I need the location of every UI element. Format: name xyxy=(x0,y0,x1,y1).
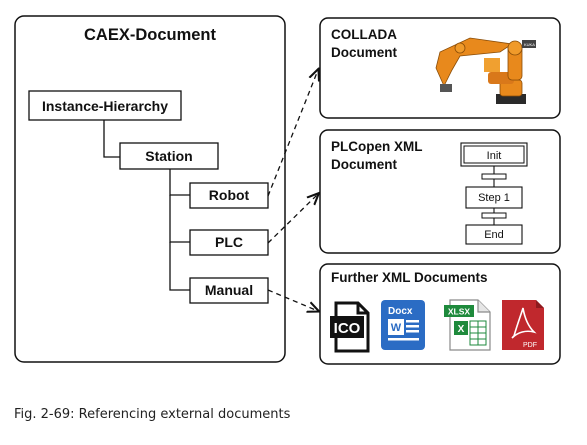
sfc-transition-1 xyxy=(481,173,507,180)
tree-connectors xyxy=(103,120,190,291)
node-robot-label: Robot xyxy=(209,187,250,203)
ico-file-icon[interactable]: ICO xyxy=(330,301,370,353)
reference-arrows xyxy=(267,70,318,311)
further-title: Further XML Documents xyxy=(331,270,488,285)
node-plc-label: PLC xyxy=(215,234,243,250)
node-manual[interactable]: Manual xyxy=(189,277,269,304)
plcopen-document-panel: PLCopen XML Document Init Step 1 End xyxy=(319,129,561,254)
robot-to-collada-arrow xyxy=(267,70,318,197)
xlsx-file-label: XLSX xyxy=(448,307,471,317)
node-robot[interactable]: Robot xyxy=(189,182,269,209)
industrial-robot-icon: KUKA xyxy=(435,37,536,104)
node-manual-label: Manual xyxy=(205,282,253,298)
sfc-step-1: Step 1 xyxy=(478,192,510,204)
caex-title: CAEX-Document xyxy=(84,26,217,44)
sfc-step-init: Init xyxy=(487,150,502,162)
pdf-file-label: PDF xyxy=(523,342,537,349)
further-documents-panel: Further XML Documents ICO Docx W XLSX xyxy=(319,263,561,365)
svg-text:W: W xyxy=(391,322,402,334)
node-instance-hierarchy[interactable]: Instance-Hierarchy xyxy=(28,90,182,121)
manual-to-further-arrow xyxy=(267,289,318,311)
sfc-transition-2 xyxy=(481,212,507,219)
docx-file-icon[interactable]: Docx W xyxy=(381,300,425,350)
svg-text:KUKA: KUKA xyxy=(524,42,535,47)
ico-file-label: ICO xyxy=(334,320,361,337)
node-station[interactable]: Station xyxy=(119,142,219,170)
svg-text:X: X xyxy=(458,324,465,335)
node-station-label: Station xyxy=(145,148,192,164)
sfc-step-end: End xyxy=(484,229,504,241)
plcopen-title-line1: PLCopen XML xyxy=(331,139,423,154)
node-instance-hierarchy-label: Instance-Hierarchy xyxy=(42,98,168,114)
figure-caption: Fig. 2-69: Referencing external document… xyxy=(14,407,291,422)
plc-to-plcopen-arrow xyxy=(267,194,318,244)
collada-title-line1: COLLADA xyxy=(331,27,397,42)
node-plc[interactable]: PLC xyxy=(189,229,269,256)
sfc-chart: Init Step 1 End xyxy=(460,142,528,245)
xlsx-file-icon[interactable]: XLSX X xyxy=(444,299,491,351)
plcopen-title-line2: Document xyxy=(331,157,398,172)
pdf-file-icon[interactable]: PDF xyxy=(502,300,544,350)
collada-document-panel: COLLADA Document KUKA xyxy=(319,17,561,119)
collada-title-line2: Document xyxy=(331,45,398,60)
caex-document-panel: CAEX-Document Instance-Hierarchy Station… xyxy=(14,15,286,363)
docx-file-label: Docx xyxy=(388,306,413,317)
